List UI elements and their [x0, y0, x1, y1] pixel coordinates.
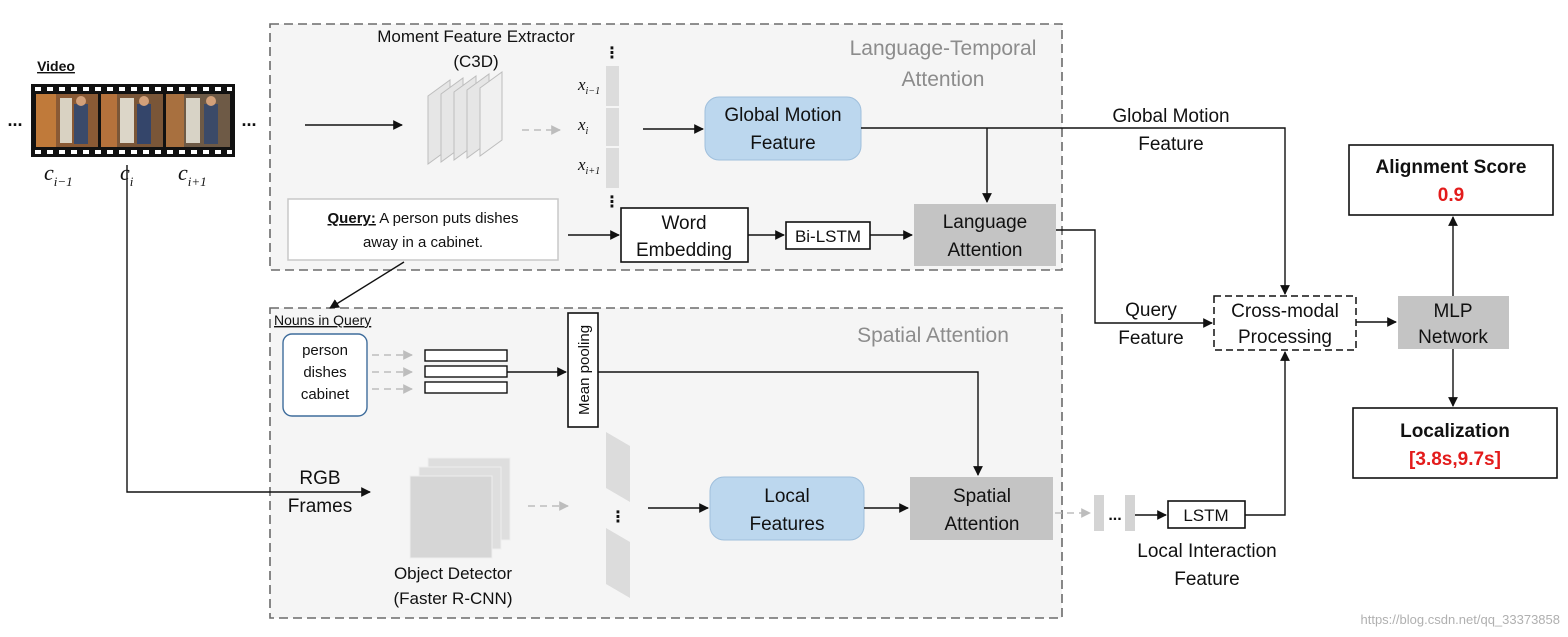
- vdots-bottom: ⋮: [604, 194, 620, 211]
- local-interaction-label-1: Local Interaction: [1137, 541, 1276, 562]
- query-feature-label-2: Feature: [1118, 328, 1183, 349]
- extractor-title-2: (C3D): [453, 52, 498, 71]
- noun-item: person: [302, 342, 348, 359]
- word-embedding-label-1: Word: [661, 213, 706, 234]
- feature-label: xi+1: [577, 155, 600, 177]
- noun-embedding-bars: [424, 349, 508, 394]
- watermark: https://blog.csdn.net/qq_33373858: [1361, 612, 1561, 627]
- mlp-label-1: MLP: [1433, 301, 1472, 322]
- query-text-line-2: away in a cabinet.: [363, 234, 483, 251]
- language-attention-label-2: Attention: [948, 240, 1023, 261]
- localization-value: [3.8s,9.7s]: [1409, 449, 1501, 470]
- localization-box: [1352, 407, 1558, 479]
- query-label: Query:: [328, 210, 376, 227]
- global-motion-feature-label-2: Feature: [1138, 134, 1203, 155]
- video-frame: [101, 94, 163, 147]
- spatial-attention-label-2: Attention: [945, 514, 1020, 535]
- arrow-lstm-to-cross-modal: [1245, 351, 1290, 516]
- mlp-label-2: Network: [1418, 327, 1488, 348]
- sequence-ellipsis: ...: [1108, 507, 1121, 524]
- object-detector-label-1: Object Detector: [394, 564, 512, 583]
- arrow-pooling-to-spatial-attention: [598, 371, 983, 476]
- query-text-line-1: Query: A person puts dishes: [328, 210, 519, 227]
- mean-pooling-box: [567, 312, 599, 428]
- local-feature-sequence: [1094, 495, 1135, 531]
- lstm-label: LSTM: [1183, 506, 1228, 525]
- rgb-label-1: RGB: [299, 468, 340, 489]
- word-embedding-label-2: Embedding: [636, 240, 732, 261]
- video-ellipsis-right: ...: [241, 110, 256, 130]
- bilstm-label: Bi-LSTM: [795, 227, 861, 246]
- spatial-panel-title: Spatial Attention: [857, 324, 1009, 347]
- mean-pooling-label: Mean pooling: [576, 325, 593, 415]
- alignment-score-title: Alignment Score: [1376, 157, 1527, 178]
- nouns-box: [282, 333, 368, 417]
- arrow-global-motion-to-cross-modal: [861, 127, 1290, 295]
- extractor-title-1: Moment Feature Extractor: [377, 27, 575, 46]
- spatial-attention-label-1: Spatial: [953, 486, 1011, 507]
- rgb-label-2: Frames: [288, 496, 352, 517]
- query-feature-label-1: Query: [1125, 300, 1177, 321]
- mlp-network-box: [1398, 296, 1509, 349]
- c3d-feature-maps: [427, 71, 503, 165]
- localization-title: Localization: [1400, 421, 1510, 442]
- lt-panel-title-2: Attention: [902, 68, 985, 91]
- video-frame: [166, 94, 230, 147]
- clip-feature-bars: [606, 66, 619, 188]
- nouns-title: Nouns in Query: [274, 312, 371, 328]
- arrow-clip-to-rgb-frames: [126, 165, 371, 497]
- arrow-query-to-nouns: [329, 261, 405, 309]
- arrow-query-feature-to-cross-modal: [1056, 229, 1213, 328]
- global-motion-feature-label-1: Global Motion: [1112, 106, 1229, 127]
- word-embedding-box: [620, 207, 749, 263]
- video-title: Video: [37, 58, 75, 74]
- local-interaction-label-2: Feature: [1174, 569, 1239, 590]
- noun-item: cabinet: [301, 386, 350, 403]
- global-motion-label-1: Global Motion: [724, 105, 841, 126]
- object-detector-label-2: (Faster R-CNN): [394, 589, 513, 608]
- local-features-label-1: Local: [764, 486, 809, 507]
- local-features-label-2: Features: [750, 514, 825, 535]
- clip-label: ci: [120, 160, 134, 189]
- clip-label: ci−1: [44, 160, 73, 189]
- cross-modal-label-1: Cross-modal: [1231, 301, 1339, 322]
- query-box: [287, 198, 559, 261]
- alignment-score-box: [1348, 144, 1554, 216]
- video-ellipsis-left: ...: [7, 110, 22, 130]
- noun-item: dishes: [303, 364, 346, 381]
- vdots-top: ⋮: [604, 45, 620, 62]
- spatial-attention-panel: [269, 307, 1063, 619]
- regions-vdots: ⋮: [610, 509, 626, 526]
- object-detector-stack: [409, 457, 511, 559]
- video-frame: [36, 94, 98, 147]
- video-filmstrip: [31, 84, 235, 157]
- spatial-attention-box: [910, 477, 1053, 540]
- region-feature-maps: [606, 432, 630, 598]
- language-attention-box: [914, 204, 1056, 266]
- feature-label: xi−1: [577, 75, 600, 97]
- feature-label: xi: [577, 115, 589, 137]
- cross-modal-label-2: Processing: [1238, 327, 1332, 348]
- language-attention-label-1: Language: [943, 212, 1028, 233]
- lt-panel-title-1: Language-Temporal: [850, 37, 1037, 60]
- clip-label: ci+1: [178, 160, 207, 189]
- global-motion-label-2: Feature: [750, 133, 815, 154]
- cross-modal-box: [1213, 295, 1357, 351]
- alignment-score-value: 0.9: [1438, 185, 1464, 206]
